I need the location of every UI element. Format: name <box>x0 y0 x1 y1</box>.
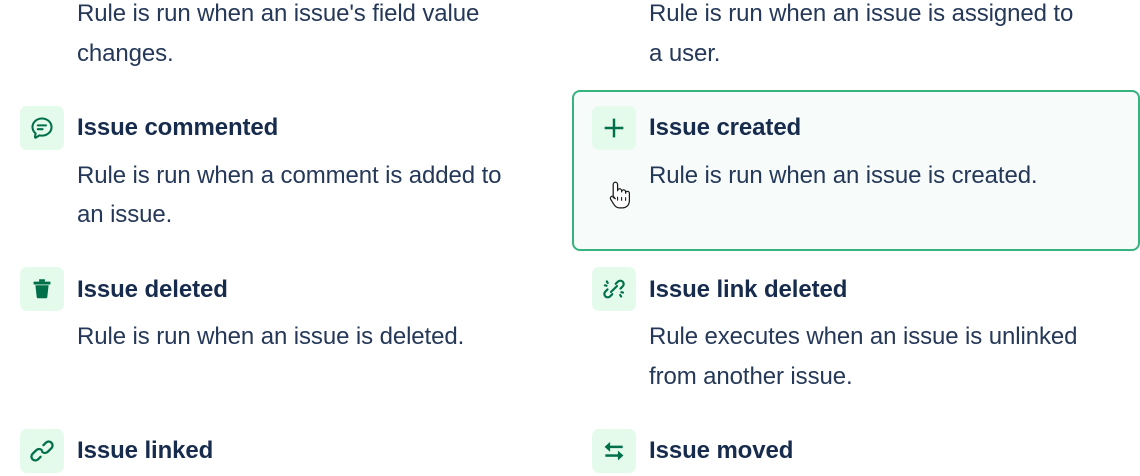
trigger-title: Issue created <box>649 113 802 141</box>
card-header: Issue linked <box>20 428 548 473</box>
card-header: Issue deleted <box>20 267 548 312</box>
trigger-card-issue-linked[interactable]: Issue linked <box>0 413 568 476</box>
trigger-card-issue-moved[interactable]: Issue moved <box>572 413 1140 476</box>
chain-link-icon <box>20 428 64 473</box>
trigger-description: Rule is run when an issue is deleted. <box>77 323 465 351</box>
trigger-title: Issue link deleted <box>649 275 848 303</box>
trigger-card-issue-link-deleted[interactable]: Issue link deleted Rule executes when an… <box>572 251 1140 413</box>
trigger-card-issue-deleted[interactable]: Issue deleted Rule is run when an issue … <box>0 251 568 413</box>
trigger-description: Rule is run when an issue is created. <box>649 161 1038 189</box>
trigger-description: Rule is run when an issue is assigned to… <box>649 0 1074 67</box>
card-header: Issue commented <box>20 105 548 150</box>
broken-link-icon <box>592 267 636 312</box>
card-header: Issue link deleted <box>592 267 1120 312</box>
trigger-title: Issue moved <box>649 437 794 465</box>
trigger-card-issue-created[interactable]: Issue created Rule is run when an issue … <box>572 89 1140 252</box>
trigger-title: Issue linked <box>77 437 214 465</box>
trigger-description: Rule is run when a comment is added to a… <box>77 161 502 229</box>
trash-icon <box>20 267 64 312</box>
comment-bubble-icon <box>20 105 64 150</box>
transfer-arrows-icon <box>592 428 636 473</box>
trigger-card-issue-assigned[interactable]: Rule is run when an issue is assigned to… <box>572 0 1140 90</box>
trigger-card-issue-commented[interactable]: Issue commented Rule is run when a comme… <box>0 90 568 252</box>
trigger-description: Rule is run when an issue's field value … <box>77 0 480 67</box>
card-header: Issue moved <box>592 428 1120 473</box>
trigger-card-field-value-changed[interactable]: Rule is run when an issue's field value … <box>0 0 568 90</box>
trigger-description: Rule executes when an issue is unlinked … <box>649 323 1078 391</box>
trigger-title: Issue deleted <box>77 275 228 303</box>
trigger-title: Issue commented <box>77 113 279 141</box>
card-header: Issue created <box>592 105 1120 150</box>
plus-icon <box>592 105 636 150</box>
